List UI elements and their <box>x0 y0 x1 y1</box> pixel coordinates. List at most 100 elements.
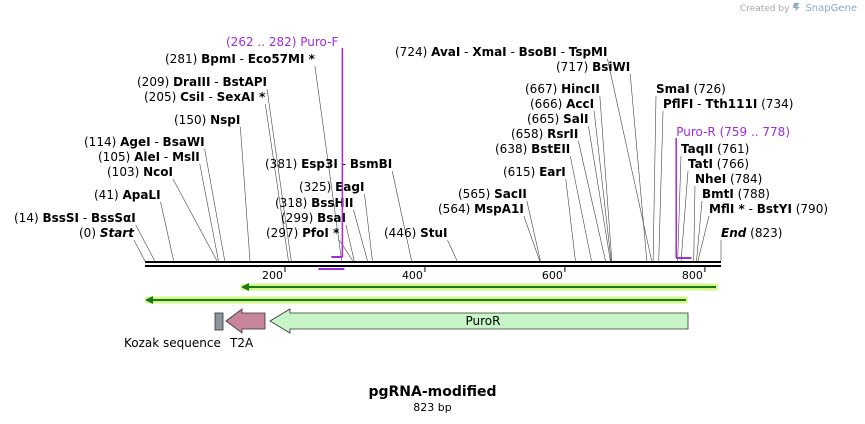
enzyme-label: (0) Start <box>79 226 135 240</box>
enzyme-label: (209) DraIII - BstAPI <box>137 75 267 89</box>
credit-text: Created by <box>739 3 790 14</box>
site-position: (205) <box>144 90 180 104</box>
enzyme-label: (105) AleI - MslI <box>98 150 200 164</box>
enzyme-label: (615) EarI <box>503 165 566 179</box>
cut-site-leader <box>569 155 592 262</box>
svg-text:(717) BsiWI: (717) BsiWI <box>556 60 630 74</box>
site-position: (564) <box>438 202 474 216</box>
separator: - <box>693 97 705 111</box>
enzyme-name: BstEII <box>531 142 570 156</box>
site-position: (103) <box>107 165 143 179</box>
primer-name: Puro-R <box>676 125 716 139</box>
primers: (262 .. 282) Puro-F Puro-R (759 .. 778) <box>226 35 790 270</box>
enzyme-name: BsmBI <box>350 157 392 171</box>
enzyme-label: NheI (784) <box>695 172 762 186</box>
enzyme-name: SmaI <box>656 82 690 96</box>
site-position: (150) <box>174 113 210 127</box>
svg-text:(150) NspI: (150) NspI <box>174 113 240 127</box>
separator: - <box>210 75 222 89</box>
enzyme-label: (446) StuI <box>384 226 447 240</box>
svg-text:(105) AleI - MslI: (105) AleI - MslI <box>98 150 200 164</box>
cut-site-leader <box>677 155 682 262</box>
enzyme-name: Start <box>100 226 135 240</box>
enzyme-name: PfoI * <box>302 226 340 240</box>
cut-site-leader <box>697 215 710 262</box>
site-position: (565) <box>458 187 494 201</box>
site-position: (665) <box>527 112 563 126</box>
site-position: (666) <box>530 97 566 111</box>
site-position: (299) <box>281 211 317 225</box>
enzyme-label: (205) CsiI - SexAI * <box>144 90 266 104</box>
cut-site-leader <box>364 193 373 262</box>
svg-text:(299) BsaI: (299) BsaI <box>281 211 346 225</box>
enzyme-label: (381) Esp3I - BsmBI <box>265 157 392 171</box>
site-position: (209) <box>137 75 173 89</box>
cut-site-leader <box>523 215 541 262</box>
separator: - <box>507 45 519 59</box>
kozak-box <box>214 312 224 331</box>
site-position: (41) <box>94 188 122 202</box>
enzyme-label: (325) EagI <box>299 180 364 194</box>
cut-site-leader <box>652 95 657 262</box>
enzyme-name: StuI <box>420 226 447 240</box>
cut-site-leaders <box>133 58 722 262</box>
primer-puro-f: (262 .. 282) Puro-F <box>226 35 345 270</box>
site-position: (717) <box>556 60 592 74</box>
svg-text:(209) DraIII - BstAPI: (209) DraIII - BstAPI <box>137 75 267 89</box>
cut-site-leader <box>339 239 354 262</box>
site-position: (790) <box>792 202 828 216</box>
enzyme-label: (667) HincII <box>525 82 600 96</box>
enzyme-label: (564) MspA1I <box>438 202 524 216</box>
cut-site-leader <box>314 65 342 262</box>
cut-site-leader <box>133 239 146 262</box>
enzyme-name: RsrII <box>547 127 578 141</box>
sequence-map: (14) BssSI - BssSαI(0) Start(41) ApaLI(1… <box>14 35 828 350</box>
svg-text:(205) CsiI - SexAI *: (205) CsiI - SexAI * <box>144 90 266 104</box>
feature-label: PuroR <box>466 314 501 328</box>
site-position: (114) <box>84 135 120 149</box>
enzyme-label: TatI (766) <box>688 157 749 171</box>
t2a-arrow <box>225 308 266 334</box>
enzyme-name: TspMI <box>569 45 608 59</box>
enzyme-name: Eco57MI * <box>248 52 316 66</box>
svg-text:(724) AvaI - XmaI - BsoBI: (724) AvaI - XmaI - BsoBI - TspMI <box>395 45 607 59</box>
enzyme-label: PflFI - Tth111I (734) <box>663 97 793 111</box>
cut-site-leader <box>135 224 156 262</box>
svg-text:(638) BstEII: (638) BstEII <box>495 142 570 156</box>
orf-arrows <box>145 283 718 304</box>
svg-text:(41) ApaLI: (41) ApaLI <box>94 188 161 202</box>
enzyme-label: (724) AvaI - XmaI - BsoBI - TspMI <box>395 45 607 59</box>
site-position: (381) <box>265 157 301 171</box>
site-position: (14) <box>14 211 42 225</box>
site-position: (638) <box>495 142 531 156</box>
plasmid-name: pgRNA-modified <box>368 384 497 400</box>
enzyme-label: (150) NspI <box>174 113 240 127</box>
enzyme-name: BsaWI <box>163 135 205 149</box>
enzyme-label: SmaI (726) <box>656 82 726 96</box>
site-position: (325) <box>299 180 335 194</box>
svg-text:NheI (784): NheI (784) <box>695 172 762 186</box>
site-position: (667) <box>525 82 561 96</box>
cut-site-leader <box>172 178 218 262</box>
site-position: (734) <box>757 97 793 111</box>
svg-text:(0) Start: (0) Start <box>79 226 135 240</box>
enzyme-name: HincII <box>561 82 600 96</box>
separator: - <box>160 150 172 164</box>
ruler-tick-label: 200 <box>262 269 283 282</box>
enzyme-name: ApaLI <box>122 188 160 202</box>
credit-brand: SnapGene <box>805 3 857 14</box>
feature-t2a: T2A <box>225 308 266 350</box>
primer-label: Puro-R (759 .. 778) <box>676 125 790 139</box>
cut-site-leader <box>447 239 458 262</box>
feature-label: Kozak sequence <box>124 336 221 350</box>
cut-site-leader <box>265 103 289 262</box>
svg-text:(666) AccI: (666) AccI <box>530 97 594 111</box>
svg-text:MflI * - BstYI (790): MflI * - BstYI (790) <box>709 202 828 216</box>
feature-kozak-sequence: Kozak sequence <box>124 312 224 350</box>
site-position: (281) <box>165 52 201 66</box>
separator: - <box>338 157 350 171</box>
cut-site-leader <box>353 209 368 262</box>
site-position: (761) <box>713 142 749 156</box>
separator: - <box>557 45 569 59</box>
